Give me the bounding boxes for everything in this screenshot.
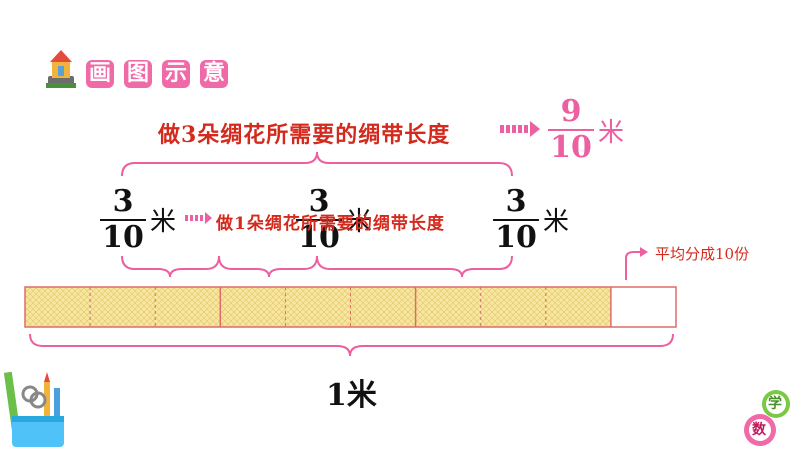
top-label: 做3朵绸花所需要的绸带长度 [158, 117, 450, 149]
total-label: 1米 [326, 370, 377, 414]
segment-fraction-1: 3 10 [100, 186, 146, 254]
segment-brace-3 [317, 256, 512, 277]
segment-unit-1: 米 [150, 201, 176, 238]
ribbon-part-2 [90, 287, 155, 327]
ribbon-part-10 [611, 287, 676, 327]
segment-arrow-icon [185, 212, 212, 224]
segment-unit-3: 米 [543, 201, 569, 238]
segment-fraction-denominator: 10 [493, 222, 539, 254]
ribbon-part-1 [25, 287, 90, 327]
top-fraction-numerator: 9 [548, 96, 594, 128]
badge-char-2: 数 [752, 421, 766, 439]
segment-fraction-denominator: 10 [100, 222, 146, 254]
top-arrow-icon [500, 121, 540, 137]
ribbon-part-8 [481, 287, 546, 327]
ribbon-bar [25, 287, 676, 327]
badge-char-1: 学 [768, 395, 782, 413]
ribbon-part-9 [546, 287, 611, 327]
segment-brace-1 [122, 256, 219, 277]
top-fraction: 9 10 [548, 96, 594, 164]
top-fraction-unit: 米 [598, 112, 624, 149]
bottom-brace [30, 334, 673, 356]
ribbon-part-6 [351, 287, 416, 327]
segment-label: 做1朵绸花所需要的绸带长度 [216, 209, 445, 234]
segment-fraction-numerator: 3 [100, 186, 146, 218]
ribbon-part-4 [220, 287, 285, 327]
pencil-cup-icon [4, 368, 70, 447]
top-fraction-denominator: 10 [548, 132, 594, 164]
top-brace [122, 152, 512, 176]
segment-fraction-3: 3 10 [493, 186, 539, 254]
segment-brace-2 [219, 256, 317, 277]
side-note-arrow-icon [626, 252, 642, 280]
segment-fraction-numerator: 3 [493, 186, 539, 218]
ribbon-part-3 [155, 287, 220, 327]
ribbon-part-5 [285, 287, 350, 327]
ribbon-part-7 [416, 287, 481, 327]
side-note: 平均分成10份 [655, 243, 749, 264]
